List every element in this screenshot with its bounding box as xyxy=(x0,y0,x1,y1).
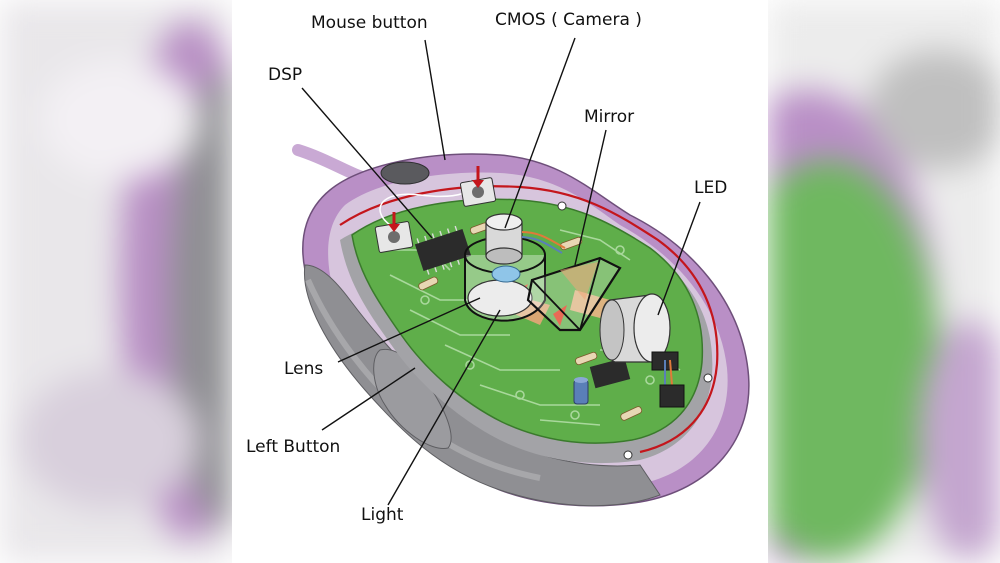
label-led: LED xyxy=(694,178,728,198)
leader-mouse-button xyxy=(424,39,446,161)
illustration-panel xyxy=(232,0,768,563)
blurred-background-right xyxy=(768,0,1000,563)
label-dsp: DSP xyxy=(268,65,303,85)
scroll-wheel xyxy=(380,161,430,185)
label-mirror: Mirror xyxy=(584,107,635,127)
capacitor xyxy=(573,377,589,405)
optical-mouse-illustration xyxy=(292,144,750,507)
red-wire xyxy=(339,185,719,454)
leader-lens xyxy=(337,297,481,363)
label-mouse-button: Mouse button xyxy=(311,13,428,33)
micro-switch-right xyxy=(459,166,497,207)
leader-led xyxy=(657,201,701,316)
label-left-button: Left Button xyxy=(246,437,341,457)
resistors xyxy=(418,222,643,421)
leader-left-button xyxy=(321,367,416,431)
leader-cmos xyxy=(504,37,576,229)
leader-mirror xyxy=(574,129,607,266)
blurred-background-left xyxy=(0,0,232,563)
secondary-chip xyxy=(589,357,631,389)
lens-housing xyxy=(464,236,546,322)
label-cmos-camera: CMOS ( Camera ) xyxy=(495,10,642,30)
cmos-camera xyxy=(485,213,566,265)
leader-light xyxy=(387,309,501,506)
label-lens: Lens xyxy=(284,359,324,379)
leader-dsp xyxy=(301,87,433,239)
mirror-prism xyxy=(526,256,622,332)
label-light: Light xyxy=(361,505,404,525)
led-component xyxy=(599,293,685,408)
micro-switch-left xyxy=(374,212,414,253)
